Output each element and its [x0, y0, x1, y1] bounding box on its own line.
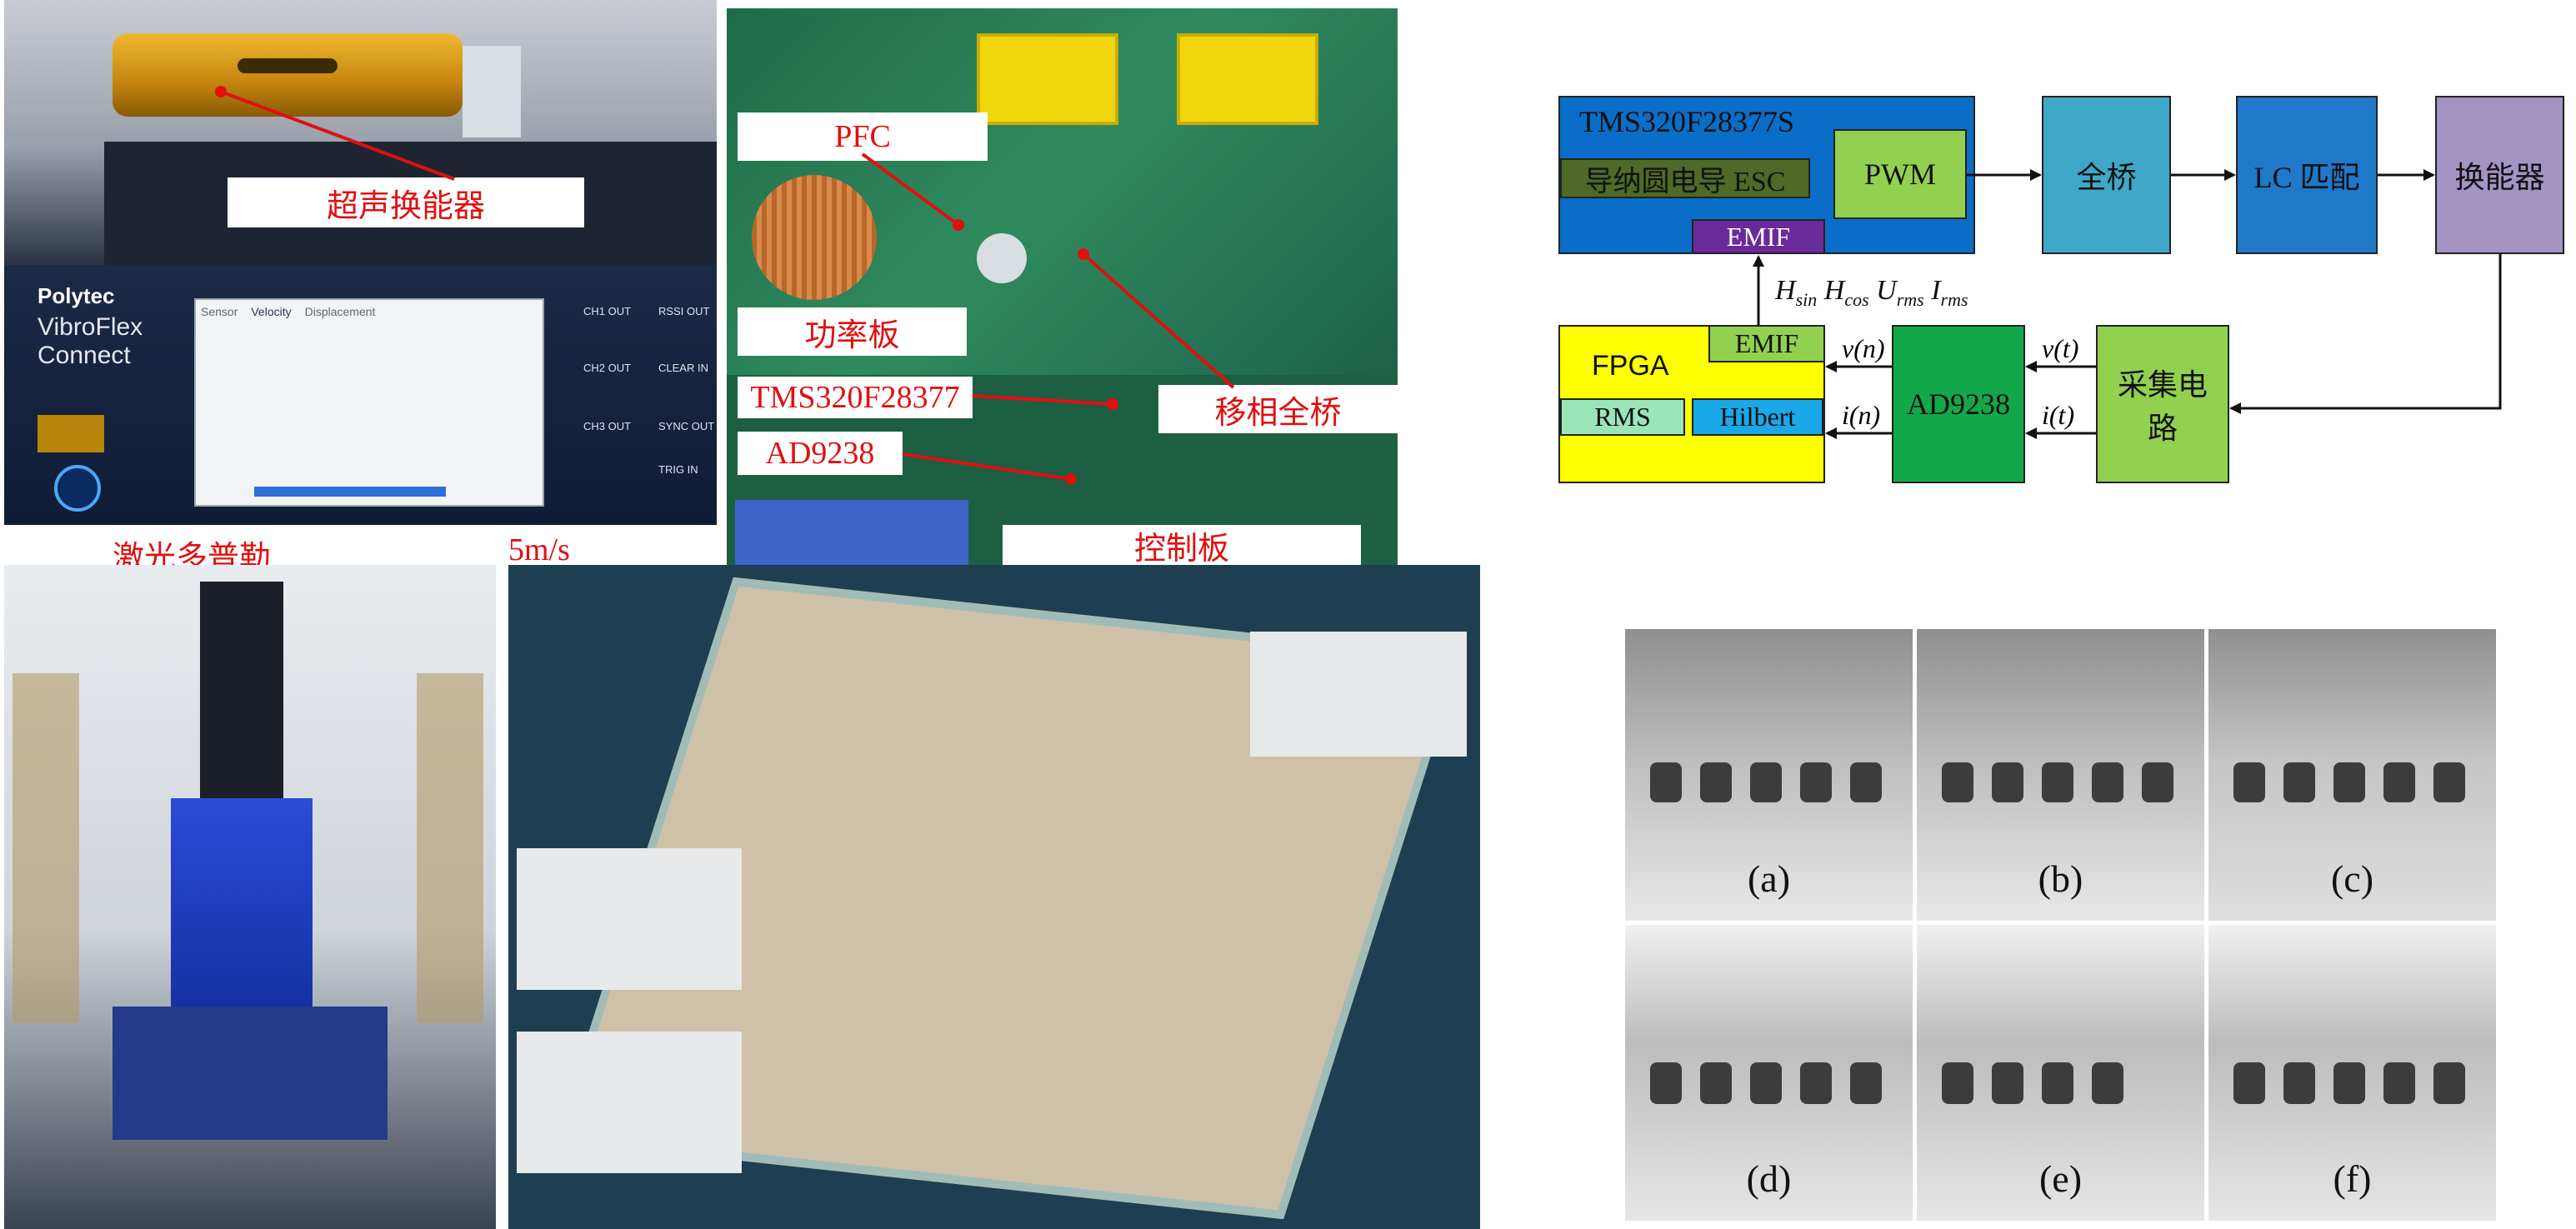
vibrometer-product-line1: VibroFlex: [38, 313, 143, 341]
port-ch3: CH3 OUT: [583, 420, 632, 432]
transducer-photo: 超声换能器: [4, 0, 717, 265]
bridge-pointer: [1082, 252, 1235, 389]
transducer-slot: [238, 58, 338, 73]
xray-caption-c: (c): [2330, 857, 2374, 900]
pwm-block: PWM: [1833, 129, 1967, 219]
signals-caption: Hsin Hcos Urms Irms: [1775, 275, 1968, 310]
phase-shift-bridge-label: 移相全桥: [1158, 385, 1398, 433]
vibrometer-screen: Sensor Velocity Displacement: [194, 298, 544, 507]
adc-block: AD9238: [1892, 325, 2025, 483]
adc-pointer: [902, 452, 1072, 481]
arrow-transducer-acq: [2229, 254, 2502, 414]
full-bridge-block: 全桥: [2042, 96, 2171, 254]
xray-caption-a: (a): [1747, 857, 1791, 900]
capacitor: [977, 233, 1027, 283]
rig-side-panel-right: [417, 673, 483, 1023]
power-board-label: 功率板: [738, 307, 967, 356]
label-vn: v(n): [1842, 333, 1885, 363]
vibrometer-photo: Polytec VibroFlex Connect Sensor Velocit…: [4, 265, 717, 525]
transducer-block: 换能器: [2435, 96, 2564, 254]
emif-bottom-block: EMIF: [1708, 325, 1825, 362]
vibrometer-product-line2: Connect: [38, 342, 131, 369]
transducer-label: 超声换能器: [228, 177, 584, 227]
port-ch1: CH1 OUT: [583, 305, 632, 317]
dsp-label: TMS320F28377: [738, 377, 973, 418]
rms-block: RMS: [1560, 398, 1685, 436]
adc-label: AD9238: [738, 432, 903, 475]
esc-block: 导纳圆电导 ESC: [1560, 158, 1810, 198]
power-button: [54, 465, 101, 512]
port-rssi: RSSI OUT: [658, 305, 710, 317]
pfc-pointer-dot: [953, 219, 964, 231]
ribbon-bond-photo: [508, 565, 1480, 1229]
dsp-title: TMS320F28377S: [1579, 105, 1795, 138]
polytec-badge: [38, 415, 104, 452]
label-in: i(n): [1842, 400, 1881, 430]
acquisition-label-line1: 采集电: [2117, 368, 2208, 402]
screen-tabs: Sensor Velocity Displacement: [201, 305, 538, 327]
screen-tab-sensor: Sensor: [201, 305, 238, 318]
xray-pads: [1650, 762, 2465, 1104]
pfc-inductor: [752, 175, 877, 300]
port-trig: TRIG IN: [658, 463, 698, 476]
port-clear: CLEAR IN: [658, 362, 708, 374]
screen-progress-bar: [254, 487, 446, 497]
screen-tab-displacement: Displacement: [304, 305, 376, 318]
velocity-range-label: 5m/s: [508, 532, 570, 567]
adc-pointer-dot: [1065, 473, 1077, 485]
label-vt: v(t): [2042, 333, 2079, 363]
lc-match-block: LC 匹配: [2236, 96, 2378, 254]
transformer-2: [1177, 33, 1318, 125]
screen-tab-velocity: Velocity: [251, 305, 292, 318]
block-diagram: TMS320F28377S 导纳圆电导 ESC PWM EMIF 全桥 LC 匹…: [1550, 83, 2576, 492]
terminal-4: [517, 848, 742, 990]
transducer-pointer-dot: [215, 86, 227, 97]
acquisition-label-line2: 路: [2147, 412, 2178, 445]
xray-caption-b: (b): [2038, 857, 2083, 900]
transducer-body: [113, 33, 463, 117]
xray-grid: (a) (b) (c) (d) (e) (f): [1625, 629, 2496, 1221]
test-rig-photo: [4, 565, 496, 1229]
acquisition-block: 采集电 路: [2096, 325, 2229, 483]
pointer-lines: [215, 86, 1235, 485]
rig-side-panel-left: [13, 673, 79, 1023]
label-it: i(t): [2042, 400, 2075, 430]
rig-blue-head: [171, 798, 313, 1015]
vibrometer-brand: Polytec: [38, 283, 115, 308]
terminal-5: [1250, 632, 1467, 757]
xray-caption-d: (d): [1746, 1157, 1792, 1200]
control-board-label: 控制板: [1003, 525, 1361, 567]
lcd-screen: [735, 500, 968, 565]
port-sync: SYNC OUT: [658, 420, 715, 432]
pfc-pointer: [861, 152, 960, 227]
dsp-pointer: [972, 394, 1113, 406]
terminal-2: [517, 1032, 742, 1173]
rig-base-plate: [113, 1007, 388, 1140]
transducer-horn: [463, 46, 521, 137]
port-ch2: CH2 OUT: [583, 362, 632, 374]
emif-top-block: EMIF: [1692, 219, 1825, 254]
xray-caption-e: (e): [2038, 1157, 2083, 1200]
hilbert-block: Hilbert: [1692, 398, 1823, 436]
dsp-pointer-dot: [1107, 398, 1118, 410]
transformer-1: [977, 33, 1118, 125]
transducer-pointer: [220, 90, 455, 181]
bridge-pointer-dot: [1078, 248, 1089, 260]
xray-caption-f: (f): [2333, 1157, 2372, 1200]
diagram-arrows: [1753, 169, 2502, 439]
pfc-label: PFC: [738, 112, 988, 161]
fpga-label: FPGA: [1592, 350, 1669, 382]
